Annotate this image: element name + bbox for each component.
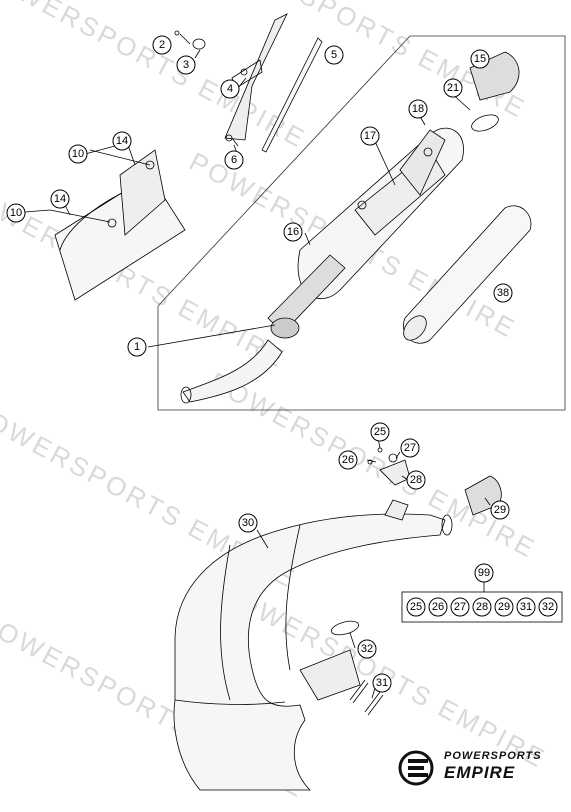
callout-15: 15 (470, 49, 490, 69)
svg-text:5: 5 (331, 49, 337, 61)
svg-text:27: 27 (404, 442, 416, 454)
callout-14: 14 (112, 131, 132, 151)
svg-text:26: 26 (342, 454, 354, 466)
svg-text:10: 10 (72, 148, 84, 160)
heat-shield-strip (261, 37, 323, 153)
kit-box-frame (401, 591, 563, 623)
svg-text:27: 27 (454, 601, 466, 613)
silencer-left-partial (49, 149, 186, 301)
svg-text:16: 16 (287, 226, 299, 238)
inlet-pipe (182, 339, 283, 403)
callout-32: 32 (357, 639, 377, 659)
svg-text:32: 32 (542, 601, 554, 613)
logo-mark-icon (398, 750, 434, 786)
callout-29: 29 (490, 500, 510, 520)
callout-27: 27 (400, 438, 420, 458)
svg-text:15: 15 (474, 53, 486, 65)
logo-line-1: POWERSPORTS (444, 750, 542, 762)
svg-text:10: 10 (10, 207, 22, 219)
callout-4: 4 (220, 79, 240, 99)
svg-text:17: 17 (364, 130, 376, 142)
svg-text:31: 31 (520, 601, 532, 613)
kit-contents: 25 26 27 28 29 31 32 (406, 597, 558, 617)
callout-14: 14 (50, 189, 70, 209)
svg-text:32: 32 (361, 643, 373, 655)
svg-text:26: 26 (432, 601, 444, 613)
silencer-body (297, 127, 464, 300)
kit-item: 29 (494, 597, 514, 617)
svg-text:14: 14 (116, 135, 128, 147)
expansion-chamber (173, 499, 453, 791)
callout-31: 31 (372, 673, 392, 693)
callout-16: 16 (283, 222, 303, 242)
callout-99: 99 (474, 563, 494, 583)
svg-text:38: 38 (497, 287, 509, 299)
callout-6: 6 (224, 150, 244, 170)
svg-text:3: 3 (183, 59, 189, 71)
svg-text:6: 6 (231, 154, 237, 166)
callout-2: 2 (152, 35, 172, 55)
svg-text:29: 29 (494, 504, 506, 516)
svg-text:25: 25 (410, 601, 422, 613)
svg-text:21: 21 (447, 82, 459, 94)
kit-item: 28 (472, 597, 492, 617)
mount-bracket (379, 459, 411, 486)
svg-text:2: 2 (159, 39, 165, 51)
svg-text:28: 28 (476, 601, 488, 613)
svg-text:99: 99 (478, 567, 490, 579)
callout-26: 26 (338, 450, 358, 470)
svg-text:4: 4 (227, 83, 233, 95)
callout-25: 25 (370, 422, 390, 442)
washer (192, 38, 206, 50)
silencer-packing (403, 205, 532, 344)
connector-pipe (299, 649, 361, 701)
callout-3: 3 (176, 55, 196, 75)
o-ring (471, 114, 499, 132)
powersports-empire-logo: POWERSPORTS EMPIRE (398, 748, 558, 788)
svg-text:30: 30 (242, 517, 254, 529)
kit-item: 32 (538, 597, 558, 617)
svg-text:31: 31 (376, 677, 388, 689)
kit-item: 31 (516, 597, 536, 617)
svg-text:18: 18 (412, 103, 424, 115)
callout-5: 5 (324, 45, 344, 65)
svg-text:28: 28 (410, 474, 422, 486)
svg-text:25: 25 (374, 426, 386, 438)
callout-21: 21 (443, 78, 463, 98)
callout-38: 38 (493, 283, 513, 303)
small-screw (174, 30, 180, 36)
kit-item: 27 (450, 597, 470, 617)
kit-item: 26 (428, 597, 448, 617)
callout-17: 17 (360, 126, 380, 146)
callout-18: 18 (408, 99, 428, 119)
svg-text:29: 29 (498, 601, 510, 613)
callout-28: 28 (406, 470, 426, 490)
callout-10: 10 (6, 203, 26, 223)
svg-text:14: 14 (54, 193, 66, 205)
perforated-tube (267, 254, 346, 339)
assembly-frame (157, 35, 566, 411)
logo-line-2: EMPIRE (444, 763, 516, 782)
callout-10: 10 (68, 144, 88, 164)
spring (364, 691, 384, 716)
callout-1: 1 (127, 337, 147, 357)
callout-30: 30 (238, 513, 258, 533)
spring (349, 679, 369, 704)
kit-item: 25 (406, 597, 426, 617)
svg-text:1: 1 (134, 341, 140, 353)
